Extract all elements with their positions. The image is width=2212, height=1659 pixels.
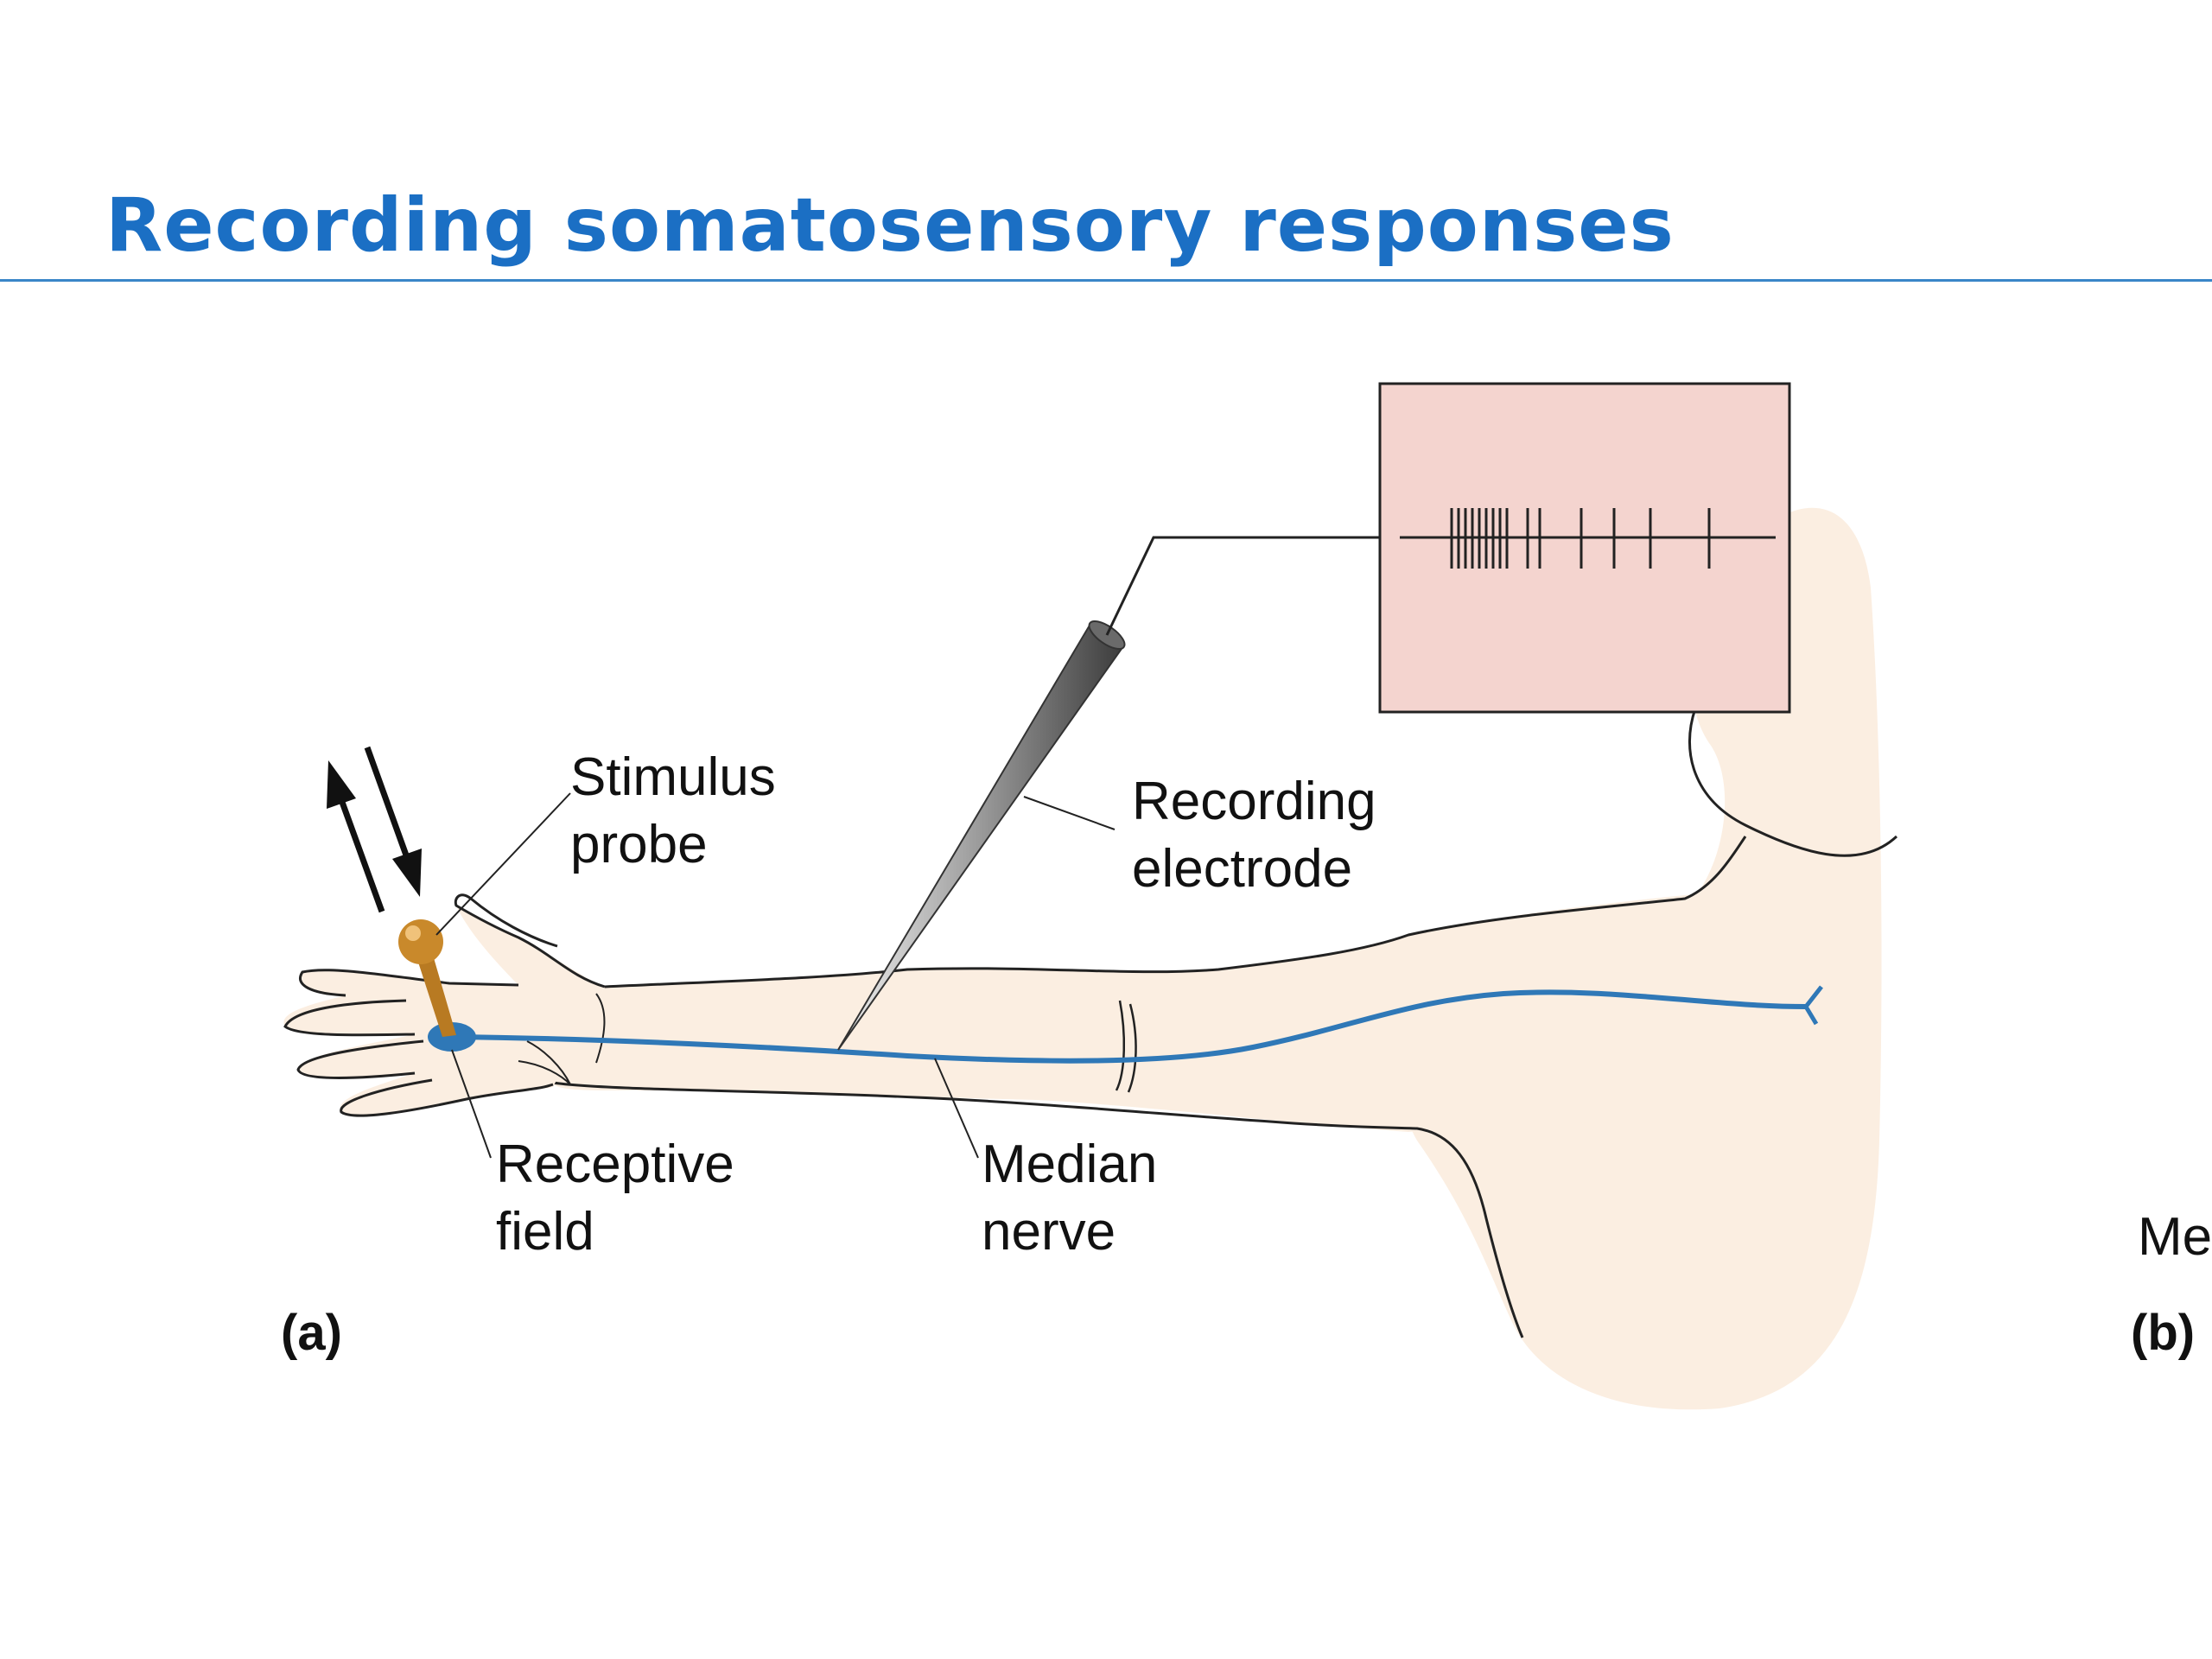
fingers-outline [283,969,554,1117]
label-stimulus-probe-line2: probe [570,815,708,874]
stimulus-probe-highlight [405,925,421,941]
oscilloscope-screen [1378,382,1791,714]
upper-arm-top-edge [604,836,1747,988]
label-recording-electrode-line2: electrode [1132,839,1352,899]
arrow-up-icon [327,760,356,809]
spike-train [1450,508,1711,569]
arrow-up-shaft [336,793,385,913]
panel-label-a: (a) [281,1305,342,1361]
label-receptive-field-line2: field [496,1202,594,1262]
label-recording-electrode-line1: Recording [1132,772,1376,831]
leader-receptive-field [451,1049,492,1159]
nerve-ending-branch [1803,985,1823,1026]
slide-title: Recording somatosensory responses [105,182,1675,269]
hand-outline [454,893,606,988]
median-nerve [453,989,1807,1064]
stimulus-probe-knob [398,919,443,964]
label-median-nerve-line2: nerve [982,1202,1116,1262]
leader-recording-electrode [1023,796,1116,830]
leader-median-nerve [934,1058,979,1159]
electrode-wire [1105,536,1381,636]
label-cut-off: Me [2138,1207,2212,1267]
title-divider [0,279,2212,282]
receptive-field-spot [428,1022,476,1052]
palm-creases [518,993,606,1085]
label-median-nerve-line1: Median [982,1135,1157,1194]
arm-silhouette [553,835,1767,1132]
label-stimulus-probe-line1: Stimulus [570,747,776,807]
upper-arm-bottom-edge [552,1081,1524,1338]
chin-outline [1688,708,1898,857]
arrow-down-icon [392,849,422,897]
leader-stimulus-probe [435,792,571,936]
stimulus-probe [413,946,456,1037]
arrow-down-shaft [364,746,412,864]
elbow-crease [1115,1000,1137,1093]
label-receptive-field-line1: Receptive [496,1135,734,1194]
panel-label-b: (b) [2131,1305,2195,1361]
